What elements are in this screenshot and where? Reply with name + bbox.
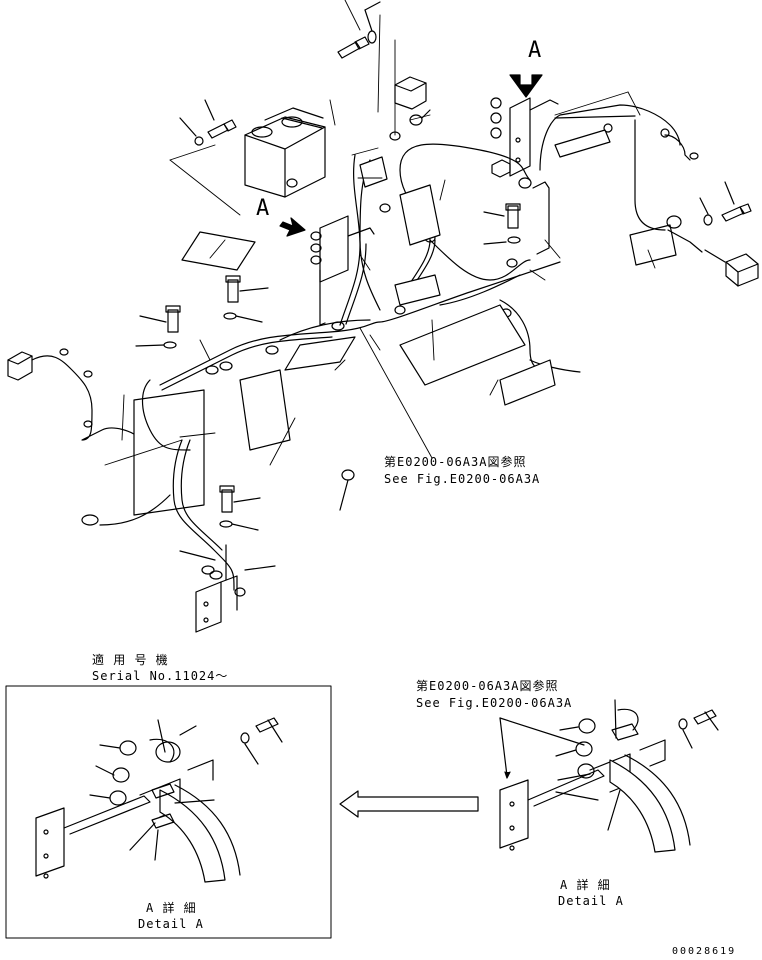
inset-right-caption-en: Detail A	[558, 894, 624, 908]
bracket-view-a	[490, 97, 559, 177]
bolt-lower	[219, 485, 261, 531]
inset-right-reference-ja: 第E0200-06A3A図参照	[416, 679, 559, 693]
inset-left-serial-en: Serial No.11024～	[92, 669, 229, 683]
connector-center-right	[491, 159, 550, 255]
harness-tags	[181, 129, 677, 451]
inset-left-caption-ja: A 詳 細	[146, 901, 197, 915]
connector-left	[7, 348, 143, 441]
view-arrow-top	[509, 74, 543, 98]
main-reference-en: See Fig.E0200-06A3A	[384, 472, 541, 486]
detail-a-left	[5, 685, 332, 939]
main-reference-ja: 第E0200-06A3A図参照	[384, 455, 527, 469]
drawing-number: 00028619	[672, 946, 737, 957]
inset-right-caption-ja: A 詳 細	[560, 878, 611, 892]
inset-right-reference-en: See Fig.E0200-06A3A	[416, 696, 573, 710]
leader-lines	[104, 0, 656, 466]
horn-relay	[394, 76, 431, 126]
connector-plug-right	[704, 249, 759, 287]
bolt-mid-left-2	[135, 305, 181, 349]
bolt-mid-left-1	[223, 275, 269, 323]
detail-a-right	[499, 699, 719, 853]
bolt-center	[483, 203, 521, 245]
bracket-bottom	[179, 544, 276, 633]
inset-left-serial-ja: 適 用 号 機	[92, 653, 169, 667]
view-a-label-left: A	[256, 196, 270, 221]
bracket-center-left	[310, 215, 375, 326]
inset-left-caption-en: Detail A	[138, 917, 204, 931]
harness-left-vertical	[81, 379, 235, 591]
nut-small	[339, 469, 355, 511]
bolt-right	[666, 181, 752, 253]
bolt-relay	[179, 99, 237, 146]
view-a-label-top: A	[528, 38, 542, 63]
view-arrow-left	[279, 217, 306, 237]
inset-arrow-left	[339, 790, 479, 818]
bolt-top-center	[337, 1, 381, 59]
relay-box-double	[244, 107, 326, 198]
harness-clamps	[179, 131, 518, 442]
harness-right-loop	[539, 104, 699, 231]
